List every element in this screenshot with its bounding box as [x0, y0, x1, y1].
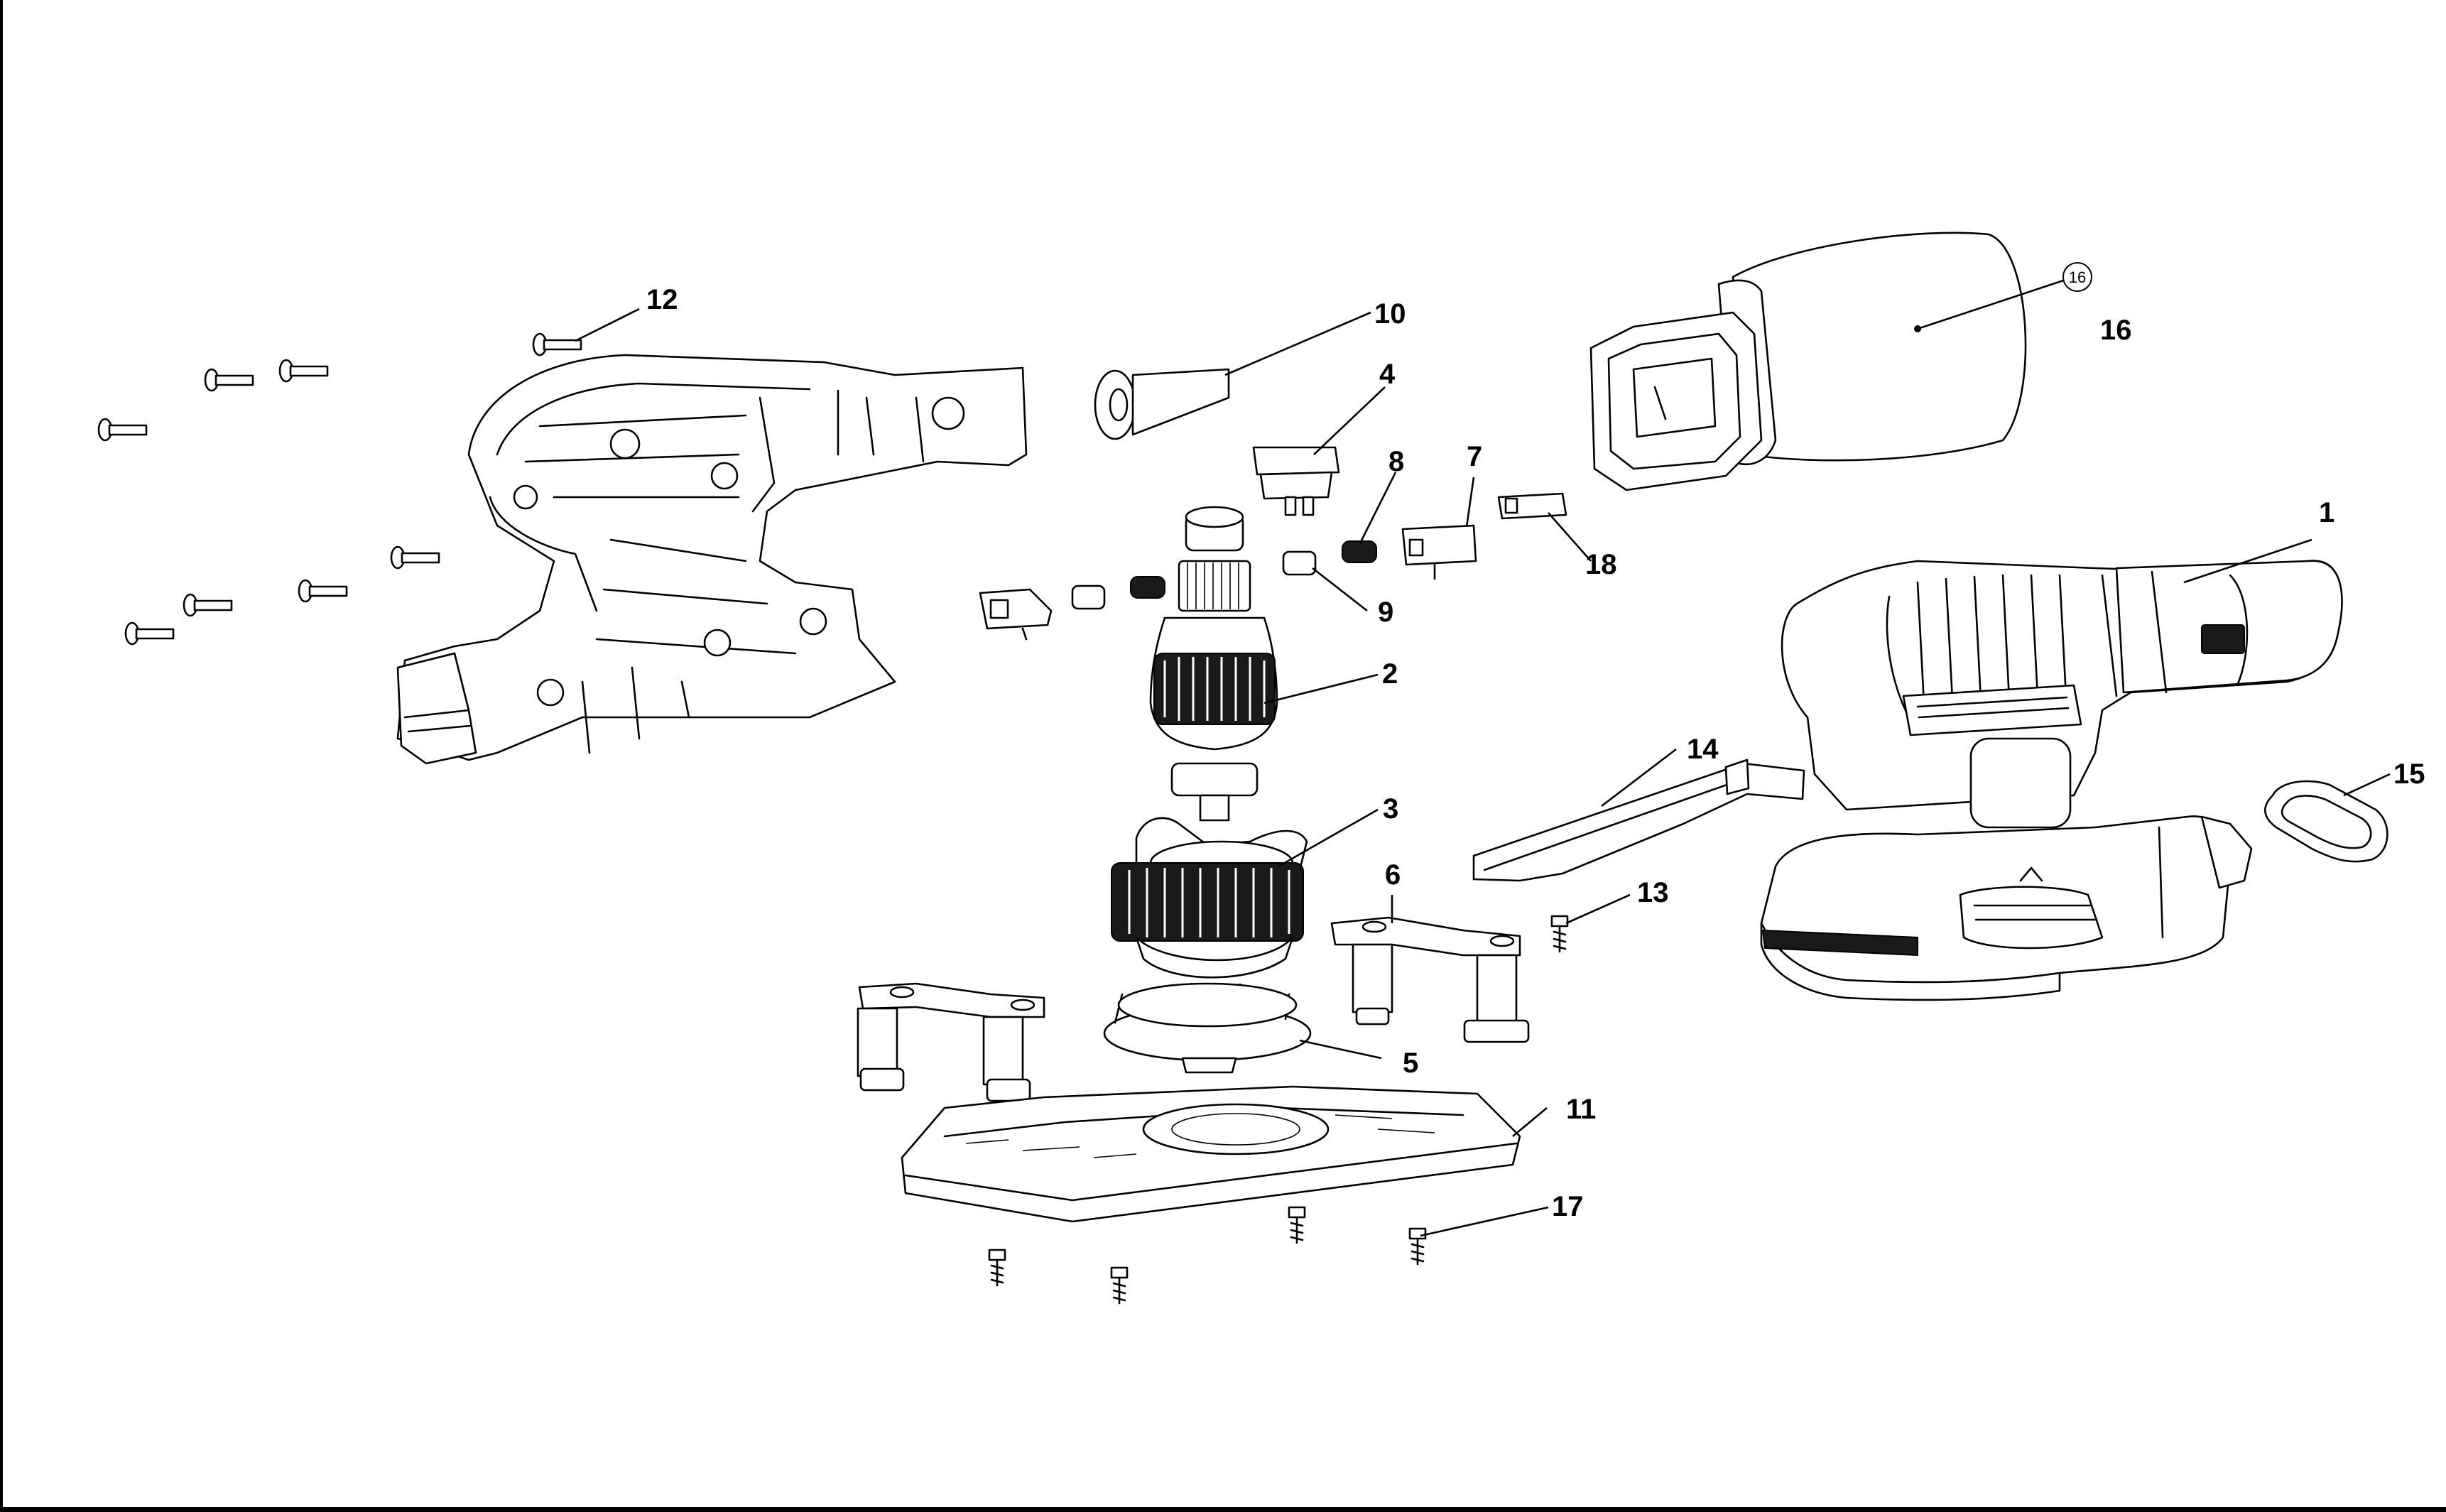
callout-7: 7: [1467, 441, 1482, 472]
brush-right-9: [1282, 550, 1317, 576]
frame-border-bottom: [0, 1507, 2446, 1512]
screws-12: [97, 332, 582, 646]
callout-12: 12: [646, 284, 678, 315]
leader-11: [1512, 1107, 1548, 1137]
screw-13: [1550, 915, 1569, 953]
circled-callout-label: 16: [2069, 268, 2086, 286]
leader-10: [1224, 311, 1371, 376]
leader-4: [1313, 386, 1386, 455]
callout-16: 16: [2100, 315, 2132, 346]
screw: [1288, 1206, 1306, 1244]
callout-13: 13: [1637, 877, 1669, 908]
callout-4: 4: [1379, 359, 1396, 390]
callout-2: 2: [1382, 658, 1398, 690]
callout-14: 14: [1687, 734, 1719, 765]
screw: [183, 593, 233, 617]
frame-border-left: [0, 0, 3, 1512]
armature: [1149, 506, 1278, 822]
spring-right-8: [1342, 540, 1377, 563]
screw: [390, 545, 440, 570]
leader-18: [1548, 512, 1592, 562]
leader-15: [2343, 773, 2391, 797]
screw: [298, 579, 348, 603]
brush-left: [1071, 584, 1106, 610]
fan: [1103, 982, 1312, 1074]
leader-1: [2183, 538, 2312, 584]
callout-17: 17: [1552, 1191, 1584, 1222]
screw: [204, 368, 254, 392]
callout-11: 11: [1566, 1094, 1596, 1125]
leader-16: [1917, 279, 2064, 330]
connector-18: [1497, 492, 1567, 520]
screw: [97, 418, 148, 442]
screw: [278, 359, 329, 383]
circled-callout-16: 16: [2062, 262, 2092, 292]
callout-3: 3: [1383, 793, 1398, 825]
leader-3: [1278, 808, 1379, 868]
housing-half: [396, 354, 1028, 765]
dust-canister: [1589, 232, 2027, 491]
screw: [1408, 1227, 1427, 1266]
callout-5: 5: [1403, 1048, 1418, 1079]
brush-holder-right-7: [1401, 524, 1477, 580]
spring-left: [1130, 576, 1165, 599]
cord-protector: [1094, 368, 1230, 440]
callout-1: 1: [2319, 497, 2334, 528]
leader-13: [1565, 893, 1631, 925]
field-stator: [1111, 817, 1308, 979]
screw: [988, 1249, 1006, 1287]
bracket-right: [1330, 916, 1530, 1043]
leader-9: [1312, 567, 1368, 612]
callout-8: 8: [1388, 446, 1404, 477]
leader-12: [575, 308, 640, 342]
paper-clamp: [1472, 758, 1805, 882]
leader-17: [1420, 1206, 1549, 1237]
screw: [532, 332, 582, 357]
leader-lines: [575, 279, 2391, 1237]
assembled-sander: [1760, 560, 2343, 1001]
leader-7: [1465, 477, 1475, 528]
switch: [1252, 446, 1340, 516]
leader-8: [1359, 472, 1397, 544]
leader-5: [1299, 1039, 1382, 1060]
callout-15: 15: [2393, 758, 2425, 790]
screw: [1110, 1266, 1129, 1305]
callout-9: 9: [1378, 597, 1393, 628]
callout-10: 10: [1374, 298, 1406, 330]
screw: [124, 621, 175, 646]
base-plate: [901, 1085, 1521, 1223]
dust-port-gasket: [2264, 780, 2388, 863]
leader-14: [1601, 748, 1677, 807]
callout-18: 18: [1585, 549, 1617, 580]
screws-17: [988, 1206, 1427, 1305]
leader-2: [1263, 673, 1379, 705]
callout-labels: 1 2 3 4 5 6 7 8 9 10 11 12 13 14 15 16 1…: [646, 284, 2425, 1222]
callout-6: 6: [1385, 859, 1401, 891]
brush-holder-left: [979, 588, 1053, 641]
bracket-left: [857, 982, 1045, 1102]
